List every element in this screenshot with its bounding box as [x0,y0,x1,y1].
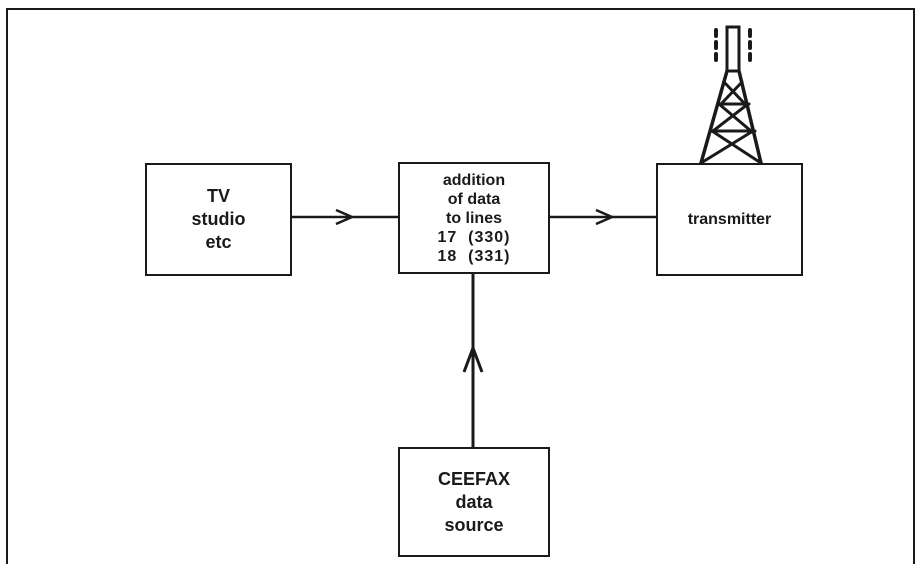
tv-studio-box: TV studio etc [145,163,292,276]
ceefax-source-box: CEEFAX data source [398,447,550,557]
tv-studio-label: TV studio etc [192,185,246,254]
tv-studio-line-3: etc [205,232,232,252]
transmitter-label: transmitter [688,208,772,231]
ceefax-source-label: CEEFAX data source [438,468,510,537]
ceefax-line-1: CEEFAX [437,468,511,489]
data-addition-box: addition of data to lines 17 (330) 18 (3… [398,162,550,274]
data-addition-line-2: of data [447,190,501,208]
data-addition-line-4: 17 (330) [437,228,511,246]
data-addition-label: addition of data to lines 17 (330) 18 (3… [437,171,510,266]
transmitter-box: transmitter [656,163,803,276]
tv-studio-line-2: studio [191,209,246,229]
arrowhead-addition-to-transmitter [595,208,616,226]
data-addition-line-5: 18 (331) [437,247,511,265]
antenna-tower-icon [699,25,763,165]
data-addition-line-3: to lines [445,209,502,227]
transmitter-line-1: transmitter [687,211,772,228]
ceefax-line-3: source [444,514,504,535]
arrowhead-ceefax-to-addition [462,343,484,373]
tv-studio-line-1: TV [206,186,230,206]
arrowhead-tv-to-addition [335,208,356,226]
diagram-frame [6,8,915,564]
data-addition-line-1: addition [442,171,506,189]
ceefax-line-2: data [455,491,493,512]
